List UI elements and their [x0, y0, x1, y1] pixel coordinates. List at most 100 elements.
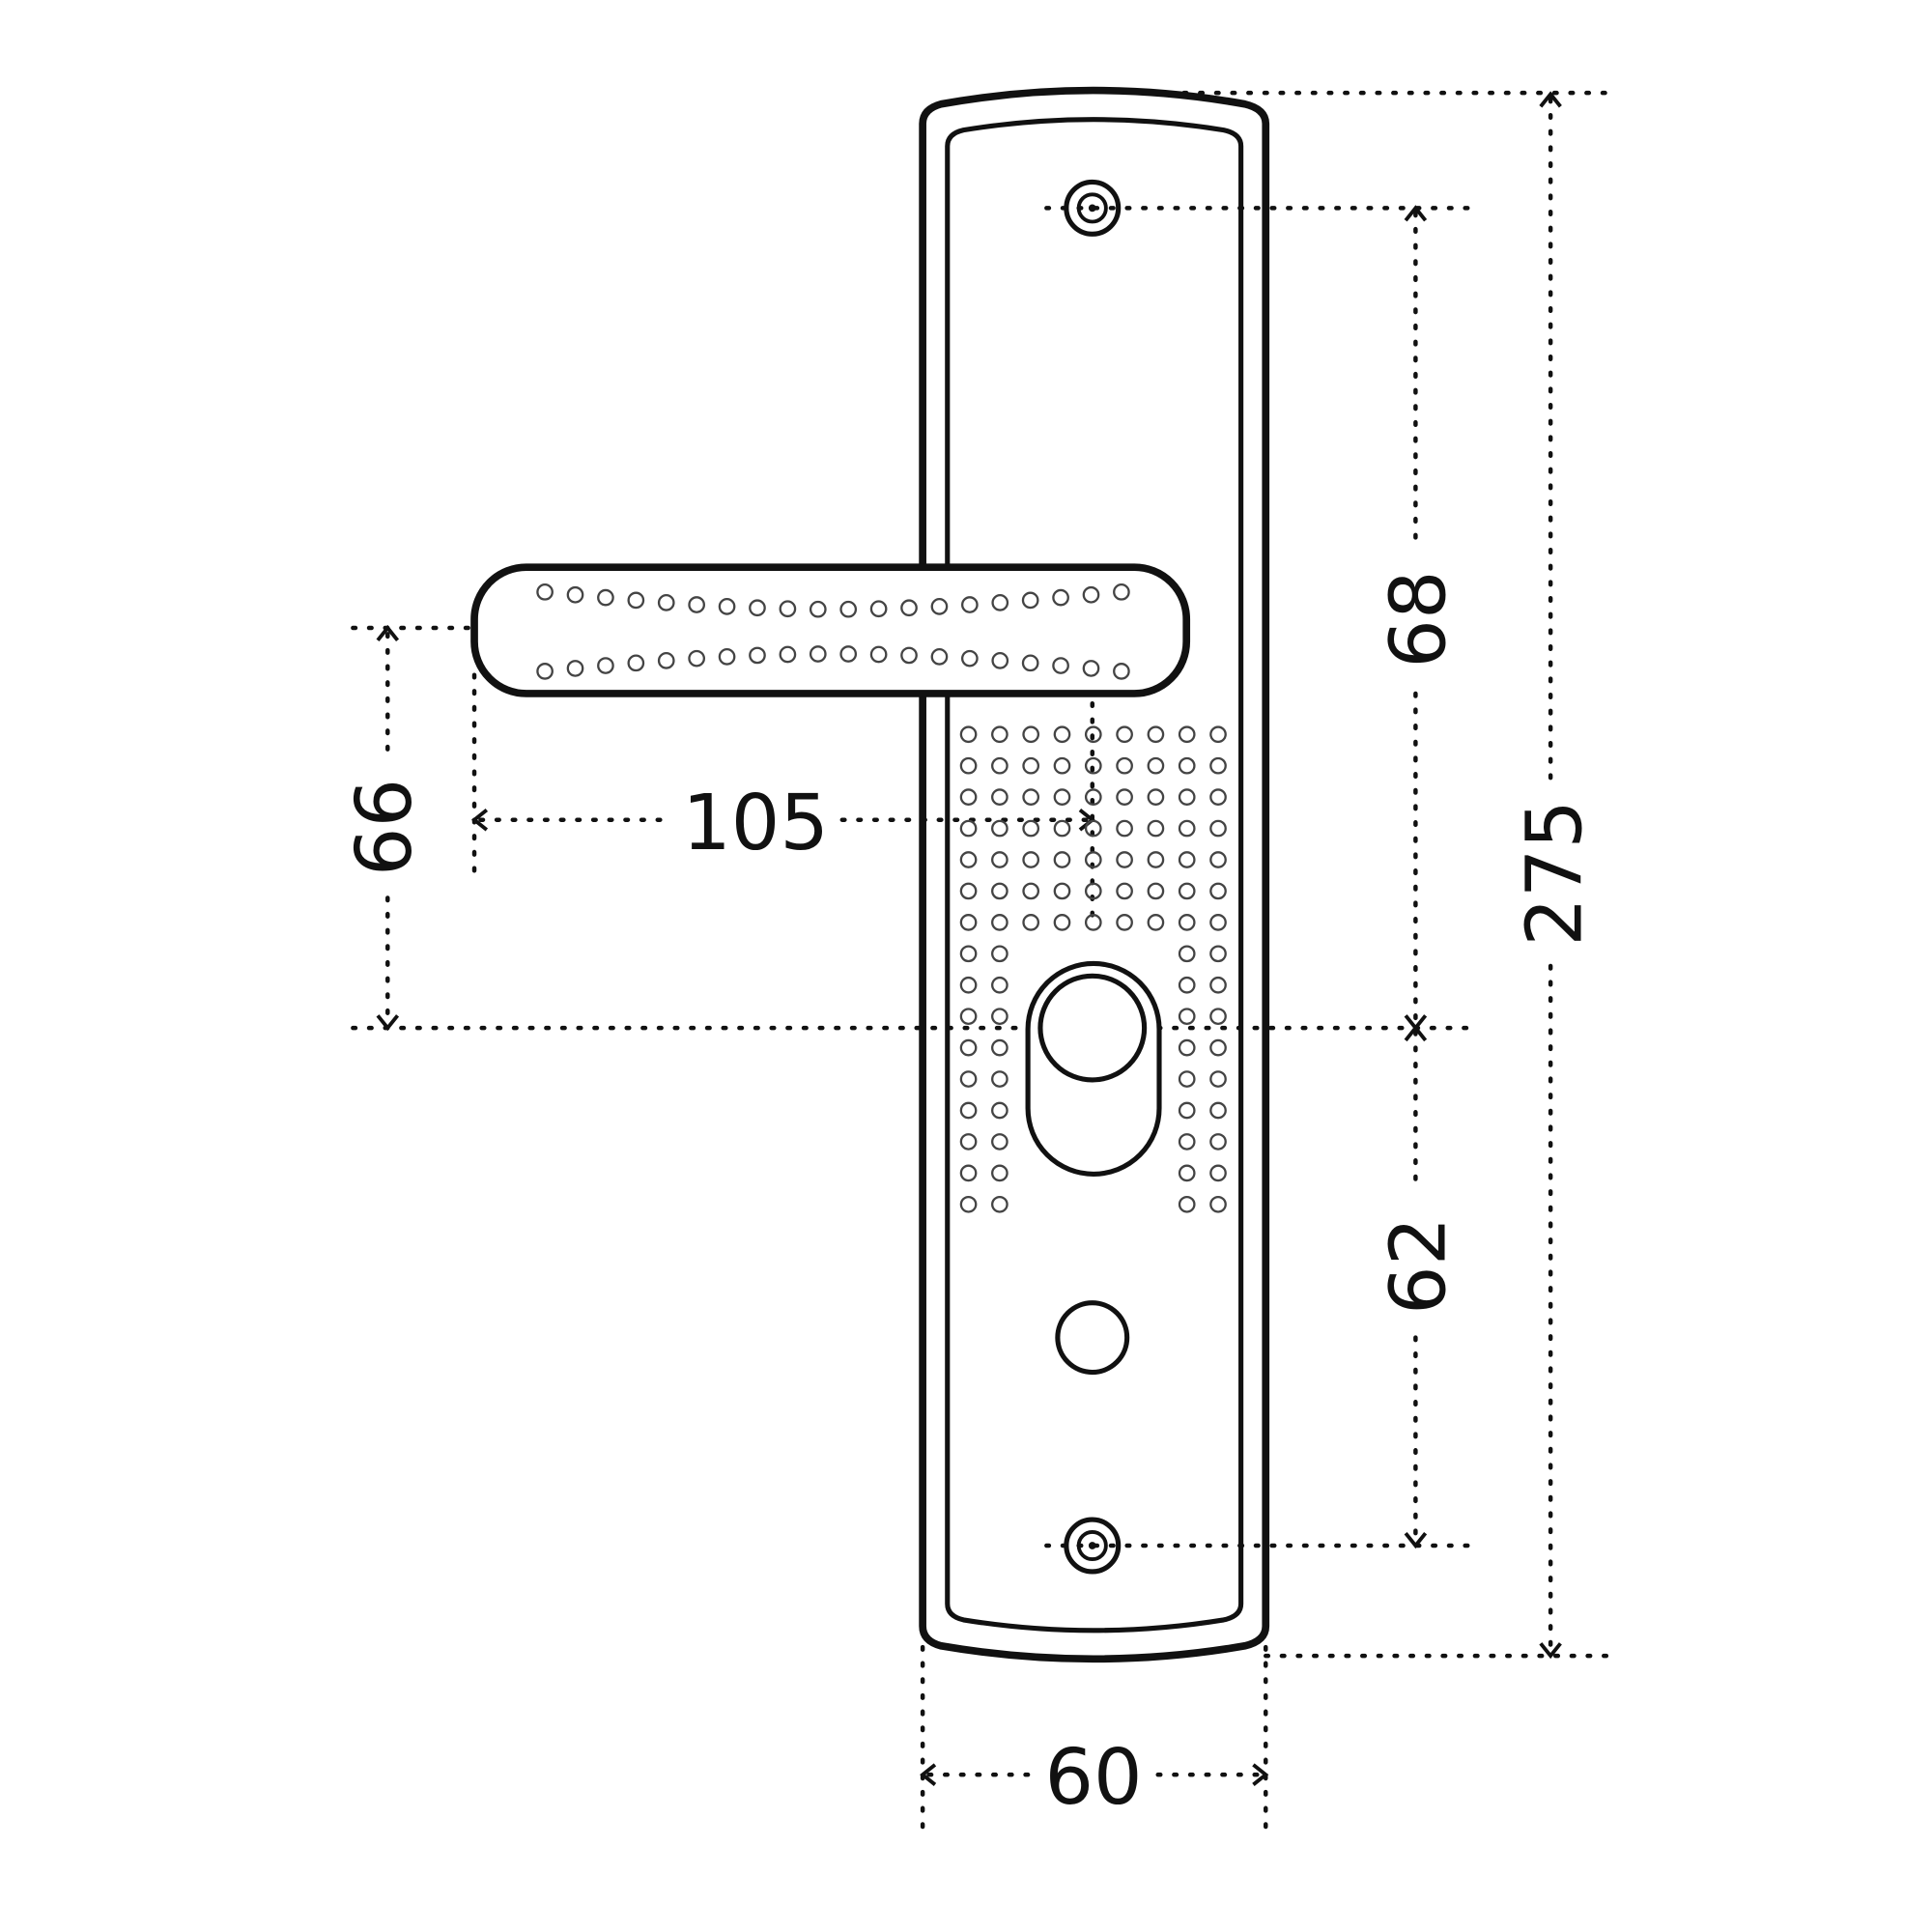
dim-label-62: 62: [1373, 1217, 1463, 1315]
backplate: [919, 86, 1270, 1663]
dim-label-275: 275: [1509, 800, 1599, 947]
pattern-dot: [991, 1195, 1009, 1213]
pattern-dot: [1147, 788, 1165, 806]
pattern-dot: [1084, 725, 1102, 744]
pattern-dot: [1022, 851, 1040, 868]
pattern-dot: [1147, 851, 1165, 868]
pattern-dot: [718, 647, 736, 666]
dim-label-68: 68: [1373, 570, 1463, 668]
pattern-dot: [688, 649, 705, 668]
pattern-dot: [1209, 1195, 1227, 1213]
top-screw-icon: [1064, 179, 1122, 237]
pattern-dot: [1178, 1038, 1196, 1057]
pattern-dot: [961, 649, 979, 668]
pattern-dot: [1113, 582, 1130, 601]
pattern-dot: [1178, 725, 1196, 744]
pattern-dot: [1209, 756, 1227, 775]
pattern-dot: [688, 596, 705, 613]
pattern-dot: [991, 593, 1009, 611]
pattern-dot: [1053, 851, 1071, 868]
pattern-dot: [1116, 819, 1133, 838]
pattern-dot: [1053, 882, 1071, 900]
pattern-dot: [959, 1195, 978, 1213]
pattern-dot: [566, 660, 584, 677]
pattern-dot: [1178, 945, 1196, 963]
pattern-dot: [1147, 819, 1165, 838]
pattern-dot: [1178, 788, 1196, 806]
pattern-dot: [1053, 788, 1071, 806]
pattern-dot: [991, 1070, 1009, 1088]
pattern-dot: [991, 1008, 1009, 1026]
pattern-dot: [1178, 1133, 1196, 1151]
pattern-dot: [1022, 788, 1040, 806]
pattern-dot: [1178, 976, 1196, 994]
pattern-dot: [1022, 725, 1040, 744]
pattern-dot: [959, 1164, 978, 1182]
turn-hole: [1055, 1300, 1130, 1376]
pattern-dot: [959, 1008, 978, 1026]
pattern-dot: [961, 596, 979, 613]
pattern-dot: [779, 600, 797, 618]
cylinder-opening: [1025, 960, 1162, 1177]
pattern-dot: [809, 600, 827, 618]
pattern-dot: [1209, 945, 1227, 963]
pattern-dot: [1082, 660, 1100, 677]
pattern-dot: [991, 788, 1009, 806]
handle-dot-pattern: [536, 582, 1130, 680]
pattern-dot: [1209, 1164, 1227, 1182]
pattern-dot: [930, 598, 949, 615]
pattern-dot: [959, 788, 978, 806]
pattern-dot: [1084, 819, 1102, 838]
pattern-dot: [1209, 1101, 1227, 1120]
pattern-dot: [959, 1070, 978, 1088]
pattern-dot: [536, 663, 554, 680]
pattern-dot: [1147, 914, 1165, 931]
pattern-dot: [1053, 819, 1071, 838]
pattern-dot: [1116, 851, 1133, 868]
pattern-dot: [627, 654, 645, 672]
pattern-dot: [1022, 756, 1040, 775]
pattern-dot: [1147, 725, 1165, 744]
pattern-dot: [1178, 1164, 1196, 1182]
pattern-dot: [959, 976, 978, 994]
pattern-dot: [959, 851, 978, 868]
pattern-dot: [1022, 914, 1040, 931]
dimension-lines: [351, 90, 1619, 1842]
bottom-screw-icon: [1064, 1517, 1122, 1575]
pattern-dot: [1022, 819, 1040, 838]
pattern-dot: [1209, 725, 1227, 744]
dim-label-66: 66: [339, 779, 429, 876]
pattern-dot: [1021, 591, 1039, 610]
pattern-dot: [1178, 914, 1196, 931]
pattern-dot: [1022, 882, 1040, 900]
pattern-dot: [1053, 914, 1071, 931]
dim-label-105: 105: [682, 778, 829, 867]
pattern-dot: [749, 599, 766, 617]
pattern-dot: [1209, 819, 1227, 838]
pattern-dot: [839, 600, 858, 618]
pattern-dot: [991, 819, 1009, 838]
pattern-dot: [1209, 1038, 1227, 1057]
pattern-dot: [1209, 882, 1227, 900]
pattern-dot: [991, 976, 1009, 994]
backplate-dot-pattern: [959, 725, 1227, 1213]
pattern-dot: [991, 1101, 1009, 1120]
pattern-dot: [991, 1133, 1009, 1151]
pattern-dot: [1113, 663, 1130, 680]
pattern-dot: [1209, 851, 1227, 868]
pattern-dot: [839, 645, 858, 663]
pattern-dot: [1178, 756, 1196, 775]
pattern-dot: [900, 646, 918, 665]
dimension-arrows: [376, 91, 1562, 1786]
pattern-dot: [597, 588, 614, 607]
pattern-dot: [809, 645, 827, 663]
pattern-dot: [1021, 654, 1039, 672]
pattern-dot: [1178, 1101, 1196, 1120]
pattern-dot: [991, 914, 1009, 931]
pattern-dot: [991, 652, 1009, 669]
pattern-dot: [959, 1101, 978, 1120]
pattern-dot: [536, 582, 554, 601]
pattern-dot: [959, 725, 978, 744]
pattern-dot: [566, 585, 584, 604]
pattern-dot: [1178, 851, 1196, 868]
